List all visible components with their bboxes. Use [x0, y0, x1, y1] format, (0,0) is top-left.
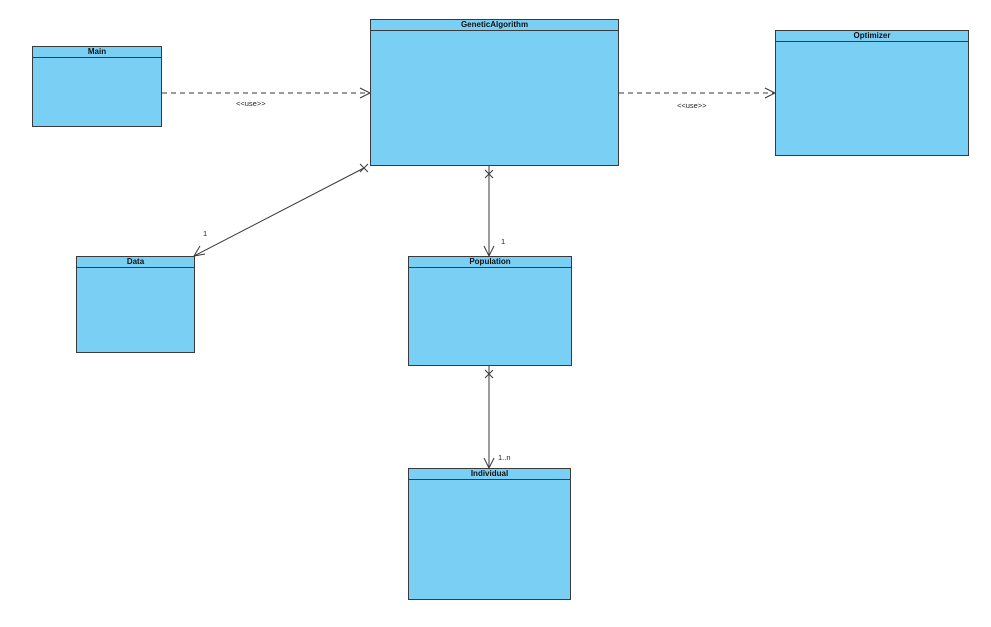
- class-individual[interactable]: Individual: [408, 468, 571, 600]
- population-individual-association: [483, 366, 495, 470]
- class-main[interactable]: Main: [32, 46, 162, 127]
- class-name: Data: [77, 257, 194, 268]
- class-name: GeneticAlgorithm: [371, 20, 618, 31]
- multiplicity-label: 1: [501, 237, 506, 246]
- non-navigable-x-icon: [484, 369, 494, 379]
- main-uses-ga-connector: [162, 87, 372, 99]
- class-population[interactable]: Population: [408, 256, 572, 366]
- multiplicity-label: 1..n: [498, 453, 511, 462]
- class-name: Individual: [409, 469, 570, 480]
- class-data[interactable]: Data: [76, 256, 195, 353]
- multiplicity-label: 1: [203, 229, 208, 238]
- class-name: Main: [33, 47, 161, 58]
- class-genetic-algorithm[interactable]: GeneticAlgorithm: [370, 19, 619, 166]
- ga-population-association: [483, 166, 495, 258]
- class-name: Optimizer: [776, 31, 968, 42]
- class-optimizer[interactable]: Optimizer: [775, 30, 969, 156]
- use-stereotype-label: <<use>>: [677, 101, 707, 110]
- ga-data-association: [193, 163, 369, 257]
- class-name: Population: [409, 257, 571, 268]
- ga-uses-optimizer-connector: [619, 87, 777, 99]
- non-navigable-x-icon: [484, 169, 494, 179]
- use-stereotype-label: <<use>>: [236, 99, 266, 108]
- non-navigable-x-icon: [359, 163, 369, 173]
